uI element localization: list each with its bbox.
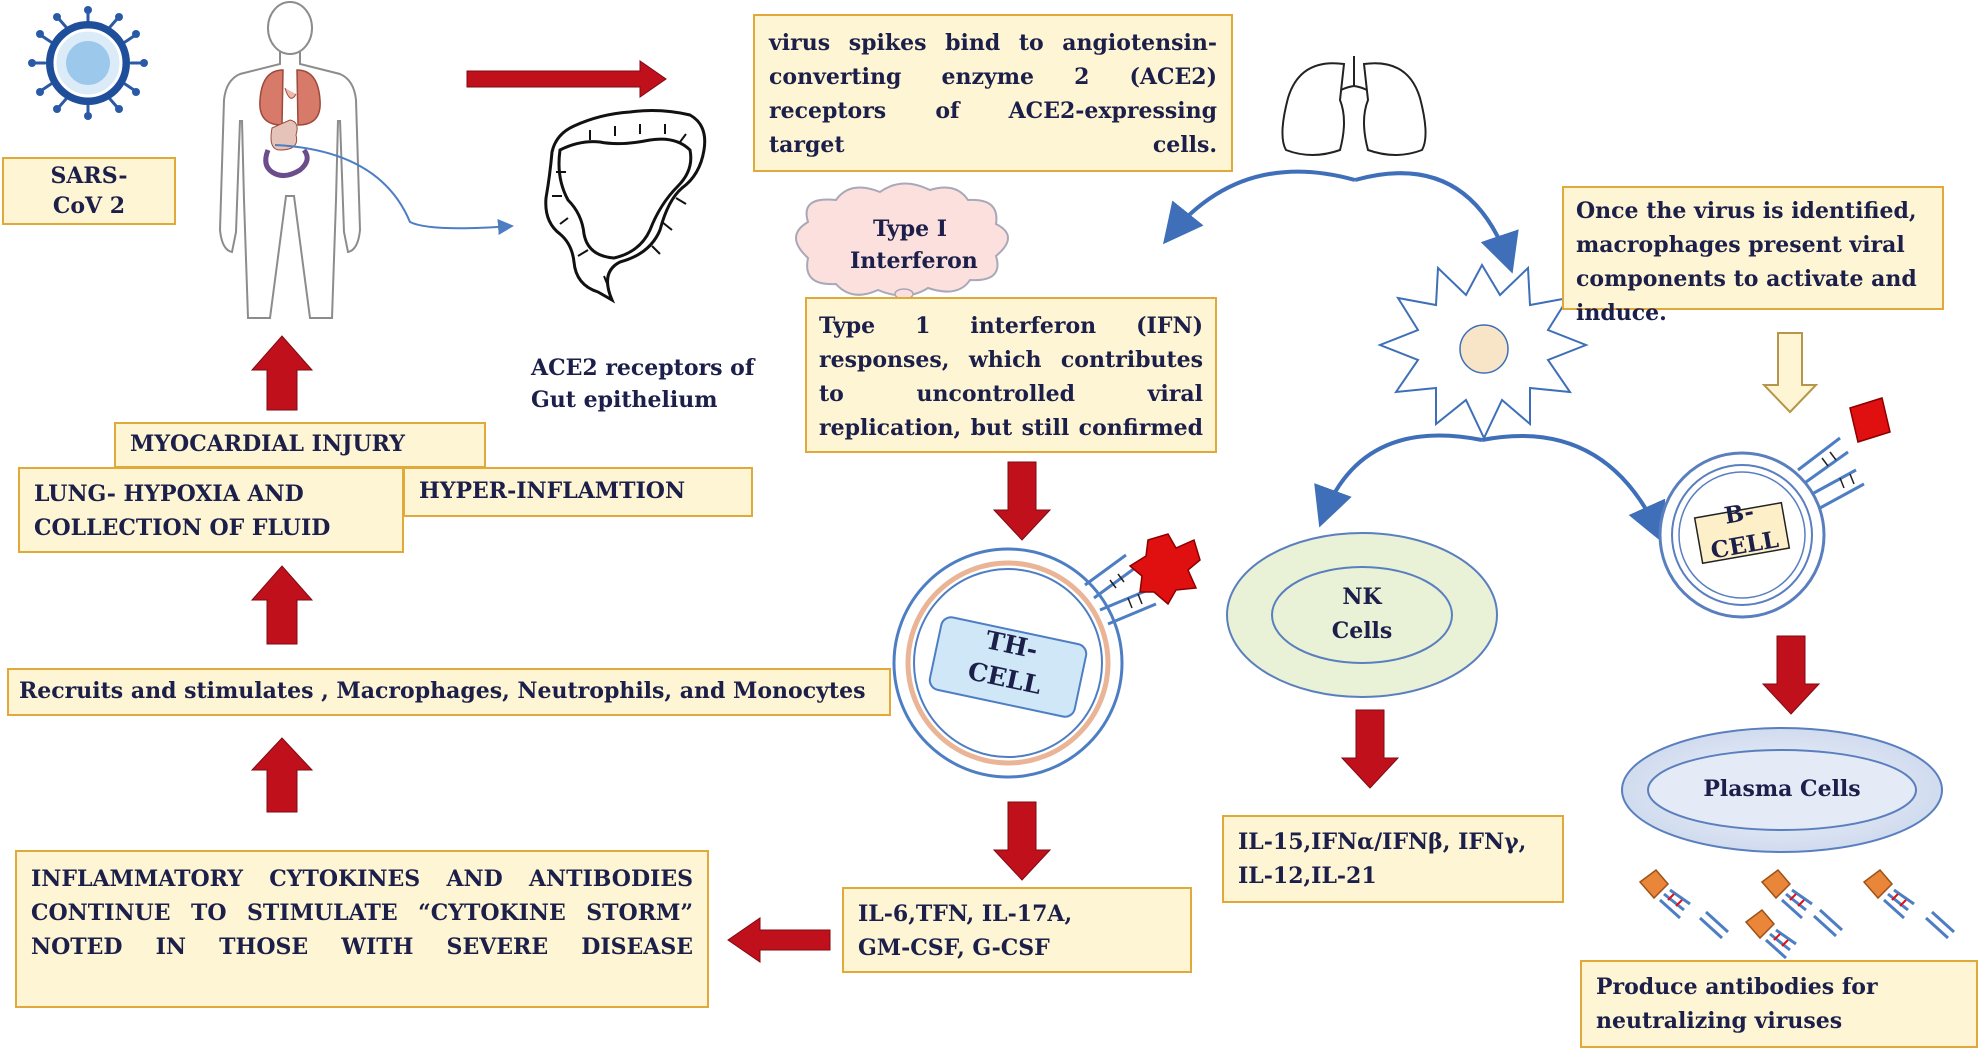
antibodies-icon <box>1638 868 1956 960</box>
arrow-up-to-lung <box>250 565 314 645</box>
recruits-box: Recruits and stimulates , Macrophages, N… <box>7 668 891 716</box>
interferon-cloud-label: Type I Interferon <box>850 216 978 274</box>
arrow-up-to-body <box>250 335 314 411</box>
arrow-down-to-nk-cytokines <box>1340 709 1400 789</box>
plasma-cells-label: Plasma Cells <box>1703 776 1861 802</box>
spike-binding-box: virus spikes bind to angiotensin-convert… <box>753 14 1233 172</box>
arrow-down-to-th-cytokines <box>992 801 1052 881</box>
intestine-small-icon <box>263 148 310 178</box>
lungs-outline-icon <box>1281 56 1427 156</box>
myocardial-injury-box: MYOCARDIAL INJURY <box>114 422 486 468</box>
virus-icon <box>28 6 148 120</box>
plasma-cells-shape <box>1621 727 1943 853</box>
macrophage-cell-icon <box>1377 262 1589 441</box>
ifn-responses-box: Type 1 interferon (IFN) responses, which… <box>805 297 1217 453</box>
arrow-down-to-thcell <box>992 461 1052 541</box>
macrophage-box: Once the virus is identified, macrophage… <box>1562 186 1944 326</box>
macrophage-text: Once the virus is identified, macrophage… <box>1576 198 1917 326</box>
b-cell-shape <box>1658 451 1826 619</box>
nk-cells-label: NK Cells <box>1331 584 1393 644</box>
nk-cells-shape <box>1226 532 1498 698</box>
arrow-right-top <box>466 60 667 98</box>
body-to-gut-connector <box>274 144 514 235</box>
arrow-curve-to-macrophage <box>1354 171 1519 274</box>
arrow-down-to-plasma <box>1761 635 1821 715</box>
cytokine-storm-text: INFLAMMATORY CYTOKINES AND ANTIBODIES CO… <box>31 866 693 960</box>
nk-cytokines-box: IL-15,IFNα/IFNβ, IFNγ, IL-12,IL-21 <box>1222 815 1564 903</box>
lung-hypoxia-box: LUNG- HYPOXIA AND COLLECTION OF FLUID <box>18 467 404 553</box>
virus-label-box: SARS- CoV 2 <box>2 157 176 225</box>
th-cell-shape <box>892 547 1124 779</box>
th-cytokines-box: IL-6,TFN, IL-17A, GM-CSF, G-CSF <box>842 887 1192 973</box>
th-receptor-antigen-icon <box>1084 533 1201 626</box>
arrow-down-cream <box>1761 332 1819 414</box>
b-receptor-antigen-icon <box>1797 397 1891 510</box>
large-intestine-icon <box>544 109 707 304</box>
antibodies-box: Produce antibodies for neutralizing viru… <box>1580 960 1978 1048</box>
ifn-responses-text: Type 1 interferon (IFN) responses, which… <box>819 313 1203 441</box>
lungs-organ-icon <box>259 69 321 151</box>
arrow-curve-to-nk <box>1314 433 1483 528</box>
arrow-curve-to-interferon <box>1162 169 1356 245</box>
interferon-cloud-shape <box>795 182 1009 310</box>
arrow-up-to-recruits <box>250 737 314 813</box>
hyper-inflammation-box: HYPER-INFLAMTION <box>403 467 753 517</box>
human-body-icon <box>218 1 362 319</box>
spike-binding-text: virus spikes bind to angiotensin-convert… <box>769 30 1217 158</box>
cytokine-storm-box: INFLAMMATORY CYTOKINES AND ANTIBODIES CO… <box>15 850 709 1008</box>
gut-label: ACE2 receptors of Gut epithelium <box>531 355 755 413</box>
arrow-left-to-storm <box>727 917 831 963</box>
arrow-curve-to-bcell <box>1481 434 1666 544</box>
